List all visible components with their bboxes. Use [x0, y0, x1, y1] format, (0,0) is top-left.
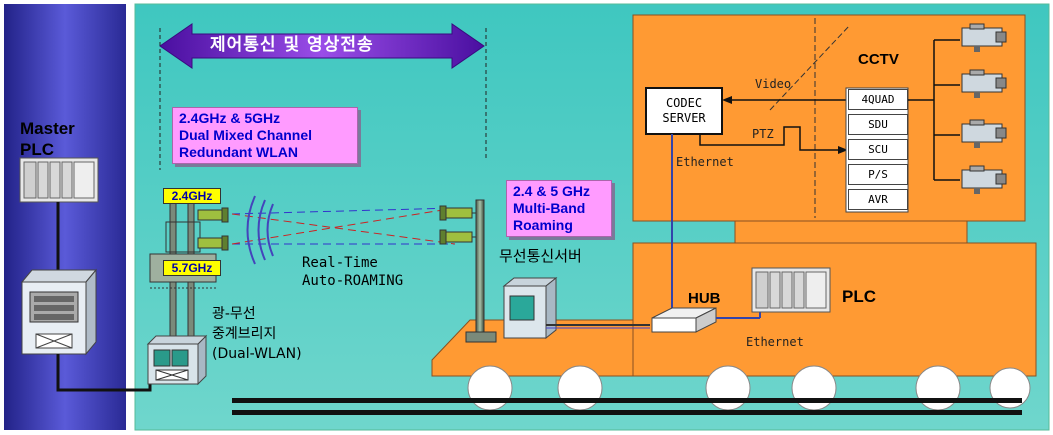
- cctv-car-coupler: [734, 220, 968, 244]
- bridge-line: (Dual-WLAN): [212, 346, 302, 362]
- camera-icon: [961, 119, 1007, 148]
- video-arrowhead: [722, 96, 732, 104]
- wheel: [915, 365, 961, 411]
- rail: [232, 398, 1022, 403]
- plc-label: PLC: [842, 287, 876, 306]
- train-plc-rack: [751, 267, 831, 313]
- beam: [231, 207, 456, 215]
- roaming-line: Auto-ROAMING: [302, 273, 404, 289]
- codec-line: SERVER: [662, 111, 706, 125]
- master-panel: [4, 4, 126, 430]
- ethernet-label-top: Ethernet: [676, 155, 734, 169]
- cctv-diagonal: [769, 24, 851, 111]
- banner-title: 제어통신 및 영상전송: [210, 35, 374, 55]
- cctv-title: CCTV: [858, 51, 899, 68]
- codec-line: CODEC: [665, 96, 703, 110]
- ptz-arrowhead: [838, 146, 848, 154]
- ptz-arrow: [699, 126, 844, 151]
- wlan-info-line: Dual Mixed Channel: [179, 127, 313, 143]
- ethernet-label-bottom: Ethernet: [746, 335, 804, 349]
- bridge-text: 광-무선 중계브리지 (Dual-WLAN): [212, 304, 302, 364]
- cctv-unit-sdu: SDU: [848, 114, 908, 135]
- train-antenna: [439, 199, 497, 343]
- cctv-unit-avr: AVR: [848, 189, 908, 210]
- wheel: [791, 365, 837, 411]
- camera-icon: [961, 165, 1007, 194]
- wireless-server-cabinet: [502, 276, 558, 340]
- multiband-line: Roaming: [513, 217, 573, 233]
- camera-tree: [908, 39, 960, 181]
- multiband-info-box: 2.4 & 5 GHz Multi-Band Roaming: [506, 180, 612, 237]
- bridge-line: 광-무선: [212, 306, 256, 322]
- beam: [231, 213, 456, 245]
- fiber-link: [56, 354, 152, 392]
- wave-arc: [246, 195, 256, 265]
- camera-icon: [961, 69, 1007, 98]
- ptz-label: PTZ: [752, 127, 774, 141]
- beam: [231, 207, 456, 245]
- freq-tag-24ghz: 2.4GHz: [163, 188, 221, 204]
- video-label: Video: [755, 77, 792, 91]
- codec-server-label: CODEC SERVER: [646, 96, 722, 126]
- multiband-line: 2.4 & 5 GHz: [513, 183, 591, 199]
- multiband-line: Multi-Band: [513, 200, 586, 216]
- wlan-info-box: 2.4GHz & 5GHz Dual Mixed Channel Redunda…: [172, 107, 358, 164]
- bridge-cabinet: [146, 334, 208, 386]
- freq-tag-57ghz: 5.7GHz: [163, 260, 221, 276]
- wireless-server-label: 무선통신서버: [499, 247, 582, 265]
- roaming-line: Real-Time: [302, 255, 378, 271]
- banner-arrow: [159, 23, 485, 69]
- master-plc-rack: [19, 157, 99, 203]
- roaming-text: Real-Time Auto-ROAMING: [302, 254, 403, 290]
- cctv-unit-4quad: 4QUAD: [848, 89, 908, 110]
- cctv-unit-ps: P/S: [848, 164, 908, 185]
- master-plc-label: Master PLC: [20, 119, 75, 159]
- bridge-line: 중계브리지: [212, 326, 277, 342]
- rail: [232, 410, 1022, 415]
- codec-server-box: [645, 87, 723, 135]
- fiber-cabinet: [20, 268, 98, 356]
- wheel: [467, 365, 513, 411]
- hub-device: [651, 307, 717, 333]
- wave-arc: [266, 203, 274, 257]
- wlan-info-line: 2.4GHz & 5GHz: [179, 110, 281, 126]
- wheel: [557, 365, 603, 411]
- hub-label: HUB: [688, 290, 721, 307]
- wheel: [705, 365, 751, 411]
- wave-arc: [257, 199, 266, 261]
- wlan-info-line: Redundant WLAN: [179, 144, 298, 160]
- cctv-unit-scu: SCU: [848, 139, 908, 160]
- camera-icon: [961, 23, 1007, 52]
